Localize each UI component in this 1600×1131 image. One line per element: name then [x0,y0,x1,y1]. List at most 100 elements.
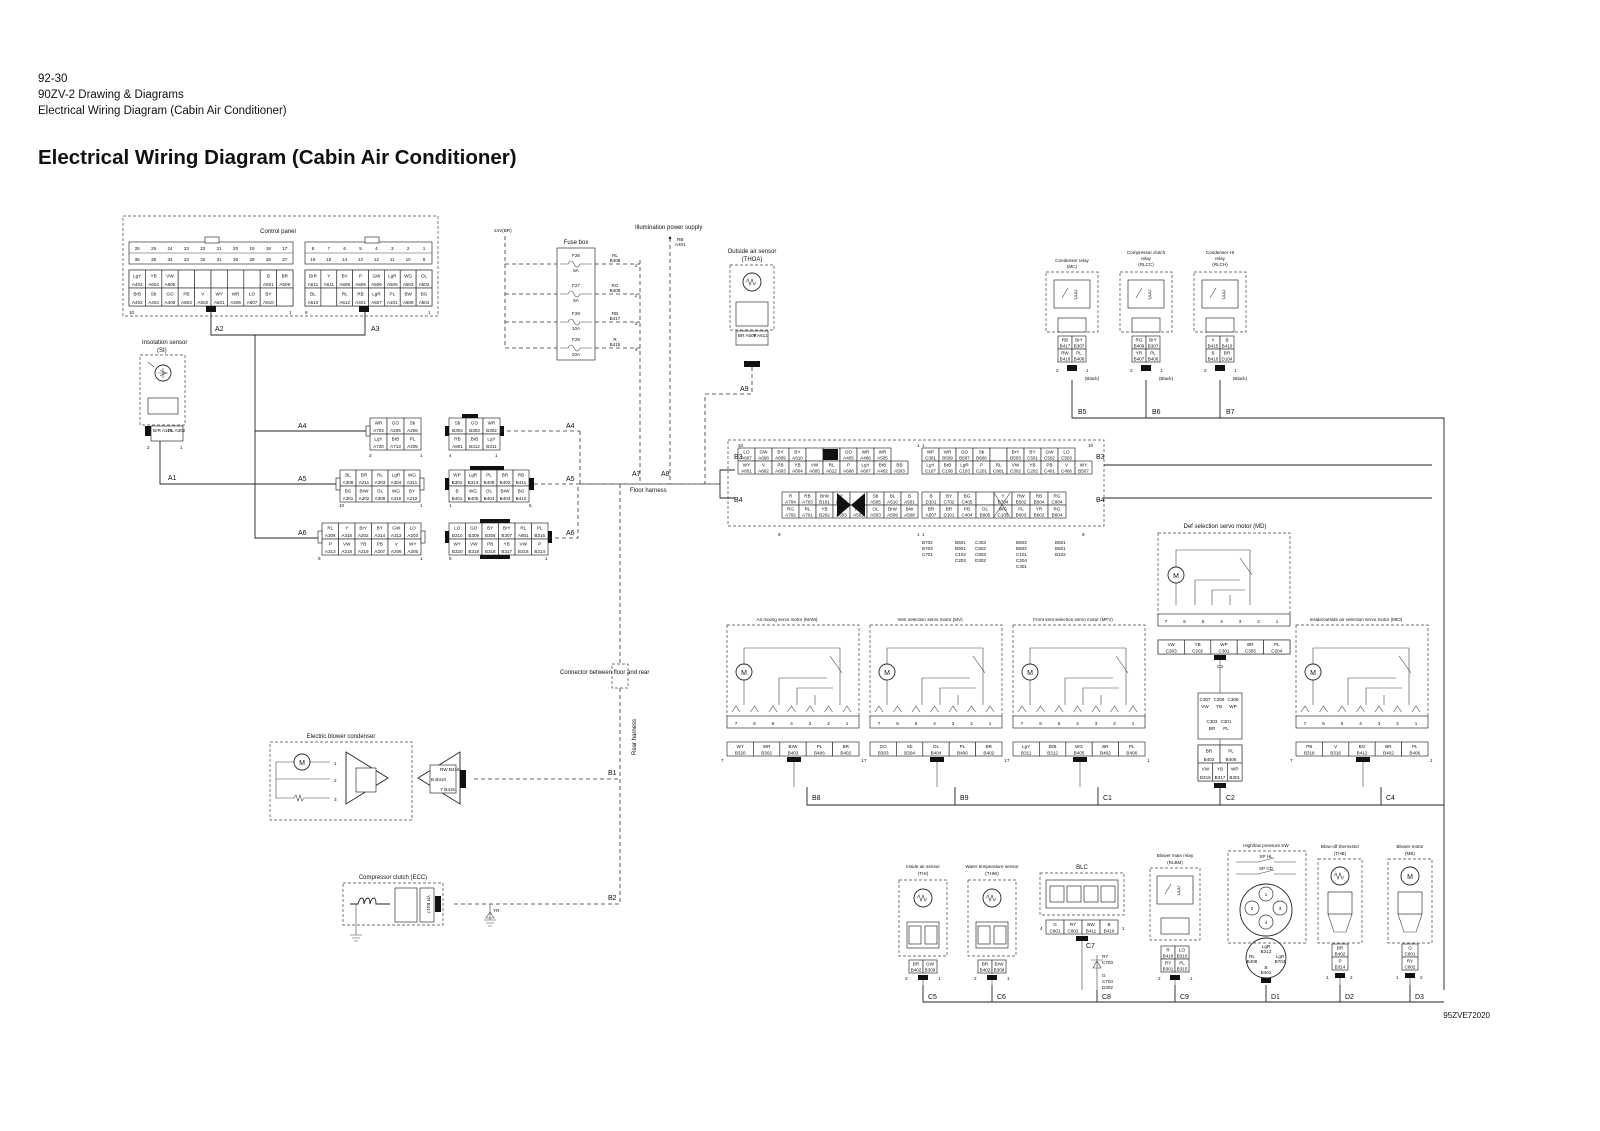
wire-code: A509 [279,282,290,287]
pin-number: 4 [1359,721,1362,726]
wire-code: GW [760,449,769,454]
connector-b5-label: B5 [1078,409,1087,416]
wire-code: BR [361,473,368,478]
wire-code: A704 [785,499,796,504]
wire-code: A501 [263,282,274,287]
wire-code: B304 [904,750,915,755]
connectors-b3-b4: LOA607GWA608BYA609BYA610SbA404GOA405WRA4… [727,439,1105,569]
pin-number: 24 [167,246,173,251]
wire-code: BrR [309,274,318,279]
wire-code: A602 [197,300,208,305]
wire-code: V [762,462,766,467]
wire-code: PL [1223,726,1229,731]
wire-code: A404 [148,300,159,305]
wire-code: BR [1209,726,1216,731]
pin-number: 6 [449,556,452,561]
wire-code: PL [960,744,966,749]
fuse-box: 24V(BR) Fuse box F265ARLB4081F275ARGB409… [494,225,702,484]
pin-number: 4 [1040,926,1043,931]
wire-code: B304 [452,428,463,433]
pin-number: 31 [217,257,223,262]
wire-code: A501 [904,499,915,504]
wire-code: B418 [1163,953,1174,958]
wire-code: A713 [390,444,401,449]
wire-code: Y [327,274,330,279]
compressor-clutch-relay-label: Compressor clutch [1127,250,1166,255]
wire-code: LgR [1276,954,1285,959]
wire-code: C801 [1405,951,1416,956]
wire-code: B [1107,922,1110,927]
splice-code: C503 [975,552,986,557]
connector-b4-label-right: B4 [1096,497,1105,504]
wire-code: B504 [1034,499,1045,504]
rear-harness: Connector between floor and rear Rear ha… [454,484,649,905]
compressor-clutch: Compressor clutch (ECC) YR B417 YR [342,875,500,942]
wire-code: WG [392,489,400,494]
wire-code: LO [1063,449,1070,454]
pin-number: 1 [922,443,925,448]
pin-number: 1 [1147,758,1150,763]
wire-code: VW [470,542,478,547]
pin-number: 2 [827,721,830,726]
wire-a2-a3 [210,312,366,336]
wire-code: A218 [341,549,352,554]
blow-off-thermistor-label: Blow-off thermistor [1321,844,1360,849]
wire-code: PB [964,506,970,511]
wire-code: WR [232,292,240,297]
wire-code: A607 [247,300,258,305]
wire-code: RG [1054,506,1061,511]
wire-code: GO [845,449,853,454]
pin-number: 4 [375,246,378,251]
wire-code: C501 [1027,455,1038,460]
floor-rear-connector [611,663,629,689]
connector-a5-label: A5 [298,476,307,483]
pin-number: 1 [1415,721,1418,726]
splice-code: B503 [1016,540,1027,545]
wire-code: B308 [994,967,1005,972]
electric-blower-condenser: Electric blower condenser M 1 2 3 RW B41… [269,734,466,821]
wire-code: WG [408,473,416,478]
wire-code: A401 [675,242,686,247]
wire-code: G [1408,945,1412,950]
wire-code: B502 [1016,499,1027,504]
wire-code: BY [409,489,415,494]
splice-code: D302 [975,558,986,563]
wire-code: WY [454,542,461,547]
wire-code: GO [880,744,888,749]
wire-code: BY [946,493,952,498]
wire-code: B412 [516,496,527,501]
pin-number: 2 [1396,721,1399,726]
splice-code: B501 [955,540,966,545]
wire-code: BrW [360,489,370,494]
wire-code: WG [999,506,1007,511]
wire-code: B402 [1100,750,1111,755]
outside-air-sensor-label: Outside air sensor [728,249,777,255]
wire-code: WR [944,449,952,454]
wire-code: B606 [976,455,987,460]
key-mark [823,449,838,460]
wire-code: RL [327,526,333,531]
wire-code: A203 [407,533,418,538]
connector-d1-label: D1 [1271,994,1280,1001]
pin-number: 20 [233,246,239,251]
wire-code: PL [1018,506,1024,511]
wire-code: VW [520,542,528,547]
connector-b2-label: B2 [608,895,617,902]
wire-code: B310 [452,533,463,538]
pin-number: 2 [635,293,638,298]
wire-code: A505 [877,455,888,460]
wire-code: WY [1080,462,1087,467]
wire-code: WY [215,292,222,297]
wire-code: BR [1224,350,1231,355]
wire-code: G [1102,973,1106,978]
connector-c7-label: C7 [1086,943,1095,950]
wire-code: B402 [500,480,511,485]
pin-number: 6 [896,721,899,726]
blow-off-thermistor-code: (THB) [1334,851,1347,856]
wire-code: B316 [1200,775,1211,780]
wire-code: B313 [468,480,479,485]
wire-code: C202 [1192,648,1203,653]
